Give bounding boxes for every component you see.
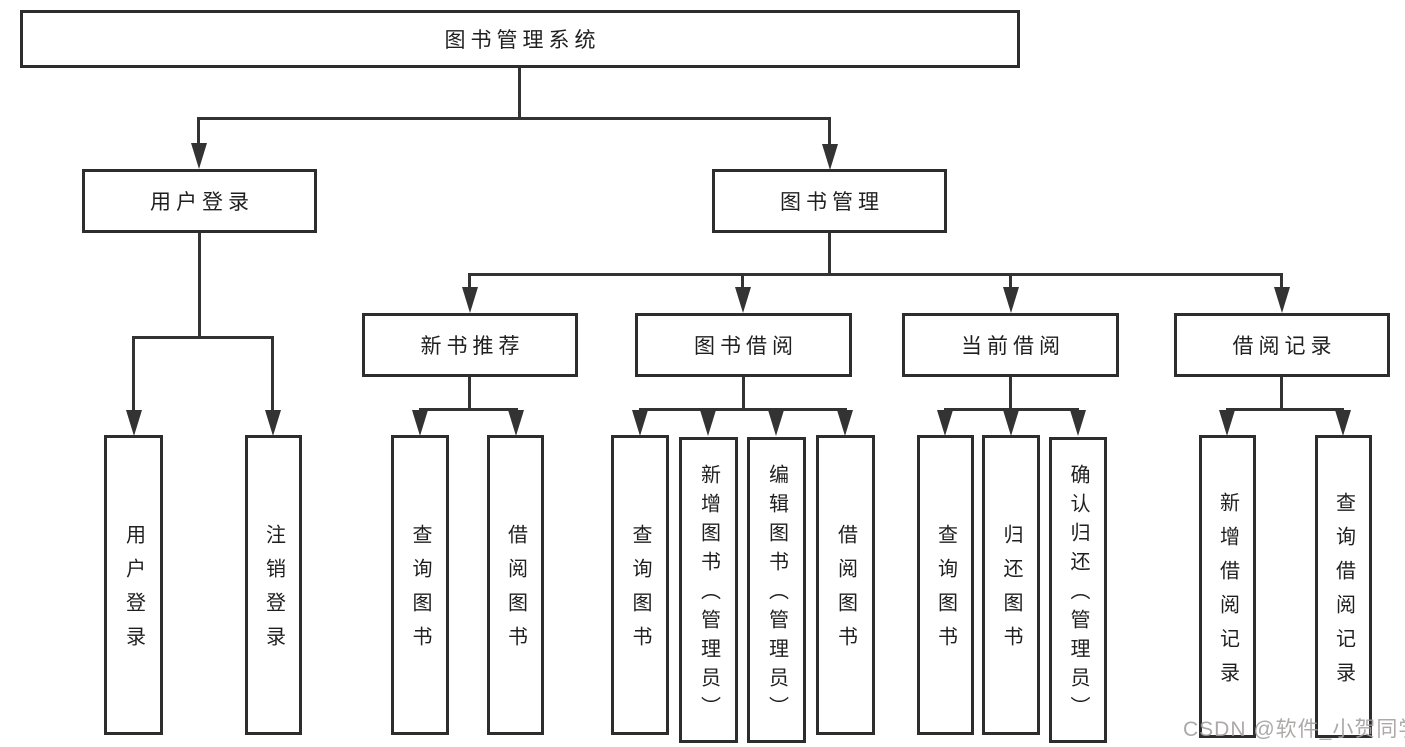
node-root: 图书管理系统 bbox=[20, 10, 1020, 68]
node-current-borrowing-label: 当前借阅 bbox=[961, 335, 1065, 358]
edge-line bbox=[198, 233, 201, 336]
edge-line bbox=[1009, 377, 1012, 408]
node-user-login-branch-label: 用户登录 bbox=[150, 191, 254, 214]
edge-line bbox=[944, 408, 1079, 411]
leaf-borrow-books-borrowing: 借阅图书 bbox=[816, 435, 875, 735]
leaf-add-books-admin-label: 新增图书（管理员） bbox=[697, 464, 720, 725]
leaf-borrow-books-borrowing-label: 借阅图书 bbox=[834, 524, 857, 660]
arrow-down-icon bbox=[1274, 287, 1290, 313]
edge-line bbox=[132, 336, 135, 412]
edge-line bbox=[468, 273, 1283, 276]
leaf-confirm-return-admin: 确认归还（管理员） bbox=[1049, 437, 1107, 743]
csdn-watermark: CSDN @软件_小贺同学 bbox=[1183, 718, 1405, 741]
leaf-query-books-recommend: 查询图书 bbox=[391, 435, 449, 735]
leaf-return-books-label: 归还图书 bbox=[1000, 524, 1022, 660]
leaf-user-login: 用户登录 bbox=[104, 435, 163, 735]
leaf-query-books-borrowing: 查询图书 bbox=[611, 435, 669, 735]
leaf-edit-books-admin-label: 编辑图书（管理员） bbox=[765, 464, 788, 725]
arrow-down-icon bbox=[700, 410, 716, 436]
leaf-query-borrow-record: 查询借阅记录 bbox=[1315, 435, 1372, 738]
arrow-down-icon bbox=[1003, 410, 1019, 436]
arrow-down-icon bbox=[126, 410, 142, 436]
edge-line bbox=[828, 233, 831, 273]
arrow-down-icon bbox=[462, 287, 478, 313]
leaf-borrow-books-recommend-label: 借阅图书 bbox=[504, 524, 527, 660]
arrow-down-icon bbox=[412, 410, 428, 436]
edge-line bbox=[1226, 408, 1344, 411]
arrow-down-icon bbox=[1219, 410, 1235, 436]
edge-line bbox=[741, 273, 744, 289]
arrow-down-icon bbox=[632, 410, 648, 436]
node-new-book-recommend: 新书推荐 bbox=[362, 313, 578, 377]
leaf-logout: 注销登录 bbox=[245, 435, 302, 735]
edge-line bbox=[468, 273, 471, 289]
edge-line bbox=[419, 408, 518, 411]
node-current-borrowing: 当前借阅 bbox=[902, 313, 1119, 377]
arrow-down-icon bbox=[937, 410, 953, 436]
node-book-management-branch: 图书管理 bbox=[712, 169, 947, 233]
leaf-query-books-current-label: 查询图书 bbox=[934, 524, 957, 660]
leaf-logout-label: 注销登录 bbox=[262, 524, 285, 660]
leaf-edit-books-admin: 编辑图书（管理员） bbox=[747, 437, 806, 743]
edge-line bbox=[742, 377, 745, 408]
arrow-down-icon bbox=[837, 410, 853, 436]
edge-line bbox=[1280, 273, 1283, 289]
node-root-label: 图书管理系统 bbox=[444, 29, 601, 52]
leaf-add-borrow-record-label: 新增借阅记录 bbox=[1216, 491, 1239, 696]
leaf-add-books-admin: 新增图书（管理员） bbox=[679, 437, 738, 743]
arrow-down-icon bbox=[822, 144, 838, 170]
edge-line bbox=[518, 68, 521, 117]
edge-line bbox=[1009, 273, 1012, 289]
leaf-return-books: 归还图书 bbox=[982, 435, 1040, 735]
node-book-borrowing: 图书借阅 bbox=[635, 313, 852, 377]
arrow-down-icon bbox=[265, 410, 281, 436]
edge-line bbox=[197, 117, 831, 120]
node-book-borrowing-label: 图书借阅 bbox=[694, 335, 798, 358]
node-book-management-label: 图书管理 bbox=[780, 191, 884, 214]
leaf-add-borrow-record: 新增借阅记录 bbox=[1199, 435, 1256, 738]
leaf-user-login-label: 用户登录 bbox=[122, 524, 145, 660]
arrow-down-icon bbox=[1070, 410, 1086, 436]
arrow-down-icon bbox=[1335, 410, 1351, 436]
edge-line bbox=[828, 117, 831, 145]
edge-line bbox=[197, 117, 200, 145]
leaf-query-books-current: 查询图书 bbox=[917, 435, 974, 735]
node-new-book-recommend-label: 新书推荐 bbox=[420, 335, 525, 358]
leaf-query-borrow-record-label: 查询借阅记录 bbox=[1332, 491, 1355, 696]
node-user-login-branch: 用户登录 bbox=[82, 169, 317, 233]
arrow-down-icon bbox=[1003, 287, 1019, 313]
edge-line bbox=[639, 408, 847, 411]
leaf-query-books-borrowing-label: 查询图书 bbox=[629, 524, 651, 660]
leaf-query-books-recommend-label: 查询图书 bbox=[409, 524, 431, 660]
node-borrowing-records: 借阅记录 bbox=[1174, 313, 1390, 377]
edge-line bbox=[1280, 377, 1283, 408]
arrow-down-icon bbox=[191, 143, 207, 169]
edge-line bbox=[271, 336, 274, 412]
leaf-confirm-return-admin-label: 确认归还（管理员） bbox=[1067, 464, 1089, 725]
edge-line bbox=[468, 377, 471, 408]
arrow-down-icon bbox=[735, 287, 751, 313]
arrow-down-icon bbox=[508, 410, 524, 436]
leaf-borrow-books-recommend: 借阅图书 bbox=[487, 435, 544, 735]
arrow-down-icon bbox=[768, 410, 784, 436]
edge-line bbox=[133, 336, 274, 339]
node-borrowing-records-label: 借阅记录 bbox=[1232, 335, 1337, 358]
